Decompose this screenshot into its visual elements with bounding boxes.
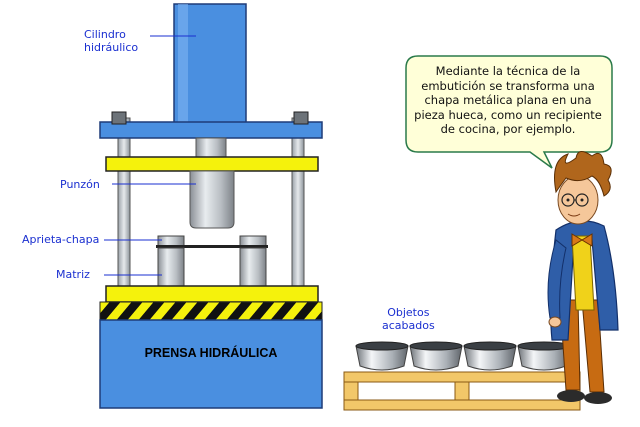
speech-text: Mediante la técnica de la embutición se … <box>414 64 602 136</box>
label-die: Matriz <box>56 268 90 281</box>
label-finished-line2: acabados <box>382 319 435 332</box>
moving-plate <box>105 156 319 172</box>
press-base <box>99 319 323 409</box>
label-cylinder: Cilindro hidráulico <box>84 28 138 54</box>
label-finished-objects: Objetos acabados <box>382 306 435 332</box>
character-figure <box>547 151 619 404</box>
bowl-icon <box>355 341 409 371</box>
blank-holder <box>157 235 267 247</box>
hydraulic-cylinder <box>173 3 247 127</box>
speech-bubble <box>405 55 613 169</box>
label-cylinder-line2: hidráulico <box>84 41 139 54</box>
bed-plate <box>105 285 319 303</box>
pallet <box>343 371 581 411</box>
piston-rod <box>195 137 227 159</box>
metal-sheet <box>156 245 268 248</box>
punch <box>189 170 235 229</box>
bowl-icon <box>517 341 571 371</box>
bowl-icon <box>463 341 517 371</box>
bowl-icon <box>409 341 463 371</box>
label-punch: Punzón <box>60 178 100 191</box>
die <box>157 247 267 287</box>
label-blank-holder: Aprieta-chapa <box>22 233 100 246</box>
label-cylinder-line1: Cilindro <box>84 28 126 41</box>
label-finished-line1: Objetos <box>387 306 430 319</box>
finished-bowls <box>355 341 571 371</box>
hazard-stripe <box>99 301 323 321</box>
leader-lines <box>104 35 196 276</box>
press-title: PRENSA HIDRÁULICA <box>144 346 278 360</box>
